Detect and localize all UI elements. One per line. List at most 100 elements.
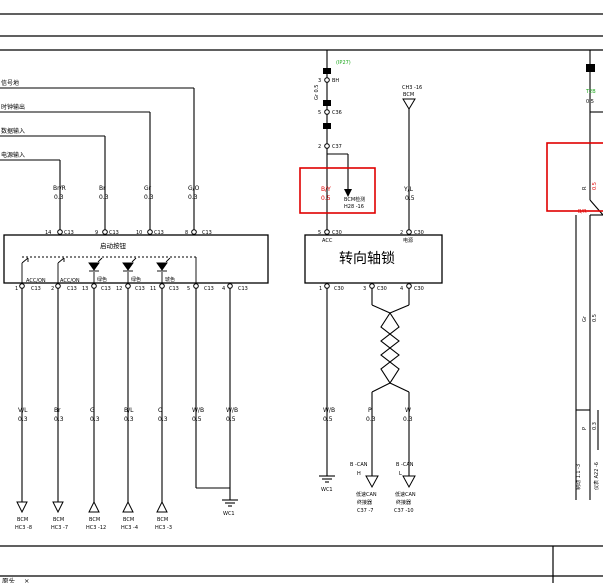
ign-bottom-wires (21, 288, 231, 502)
footer-text: 原头 (2, 576, 16, 583)
svg-text:Br/R: Br/R (53, 185, 66, 192)
ground-label-lock: WC1 (321, 487, 333, 493)
can-l-l3: C37 -10 (394, 508, 414, 514)
led-label-1: 绿色 (97, 276, 107, 283)
svg-text:O: O (158, 407, 163, 414)
svg-text:BCM: BCM (89, 517, 100, 523)
svg-text:HC3 -7: HC3 -7 (51, 525, 68, 531)
svg-text:8: 8 (185, 230, 188, 236)
right-p-size: 0.3 (592, 422, 598, 430)
bcm-detect-branch (327, 153, 349, 190)
can-h-top: B -CAN (350, 462, 368, 468)
fuse-pin3: 3 (318, 78, 321, 84)
ign-internal-switches (21, 256, 197, 283)
lock-top-circles (324, 229, 412, 235)
ign-destination-labels: BCM HC3 -8 BCM HC3 -7 BCM HC3 -12 BCM HC… (15, 517, 172, 531)
right-gr: Gr (582, 315, 588, 322)
svg-text:0.3: 0.3 (90, 416, 100, 423)
can-l-top: B -CAN (396, 462, 414, 468)
right-r2: 0.5 (592, 182, 598, 190)
fuse-ip-label: (IP27) (336, 60, 351, 66)
svg-text:13: 13 (82, 286, 88, 292)
svg-text:B/L: B/L (124, 407, 134, 414)
svg-text:1: 1 (15, 286, 18, 292)
highlight-box (299, 167, 376, 214)
fuse-conn2: C37 (332, 144, 342, 150)
signal-label-2: 时钟输出 (1, 103, 25, 111)
svg-text:W/B: W/B (323, 407, 335, 414)
right-side-wires (575, 50, 603, 500)
ign-led-1 (88, 257, 103, 272)
bcm-source-line1: CH3 -16 (402, 85, 422, 91)
lock-bconn3: C30 (414, 286, 424, 292)
svg-text:V/L: V/L (18, 407, 28, 414)
svg-text:C13: C13 (135, 286, 145, 292)
bcm-detect-arrow (344, 189, 352, 197)
ign-top-wire-labels: Br/R 0.3 Br 0.3 Gr 0.3 G/O 0.3 (53, 185, 200, 201)
lock-power-label: 电源 (403, 237, 413, 244)
svg-text:C13: C13 (154, 230, 164, 236)
signal-label-4: 电源输入 (1, 151, 25, 159)
ground-symbol-lock (319, 475, 335, 483)
footer-x: × (24, 577, 29, 583)
svg-text:HC3 -12: HC3 -12 (86, 525, 106, 531)
fuse-wire1: Gr 0.5 (314, 85, 320, 100)
yl-wire-size: 0.5 (405, 195, 415, 202)
lock-conn-right: C30 (414, 230, 424, 236)
led-label-3: 琥色 (165, 276, 175, 283)
fuse-conn3: BH (332, 78, 339, 84)
ign-top-pin-circles (57, 229, 197, 235)
svg-text:0.5: 0.5 (226, 416, 236, 423)
ign-switch-label-1: ACC/ON (26, 278, 46, 284)
fuse-pin5: 5 (318, 110, 321, 116)
ign-destination-arrows (16, 500, 168, 514)
yl-wire-color: Y/L (403, 186, 414, 193)
can-h-l2: 终接器 (357, 499, 372, 506)
svg-text:C13: C13 (109, 230, 119, 236)
lock-bconn2: C30 (377, 286, 387, 292)
svg-text:0.3: 0.3 (144, 194, 154, 201)
svg-text:BCM: BCM (53, 517, 64, 523)
right-tb-label: 0.5 (586, 99, 594, 105)
svg-text:10: 10 (136, 230, 142, 236)
bcm-source-arrow (402, 98, 416, 110)
svg-text:0.5: 0.5 (323, 416, 333, 423)
svg-text:C13: C13 (204, 286, 214, 292)
svg-text:BCM: BCM (123, 517, 134, 523)
highlight-wire-color: B/Y (321, 186, 331, 193)
lock-bpin1: 1 (319, 286, 322, 292)
bcm-source-line2: BCM (403, 92, 414, 98)
left-signal-lines (0, 87, 195, 230)
svg-text:BCM: BCM (17, 517, 28, 523)
can-l-arrow (402, 475, 416, 489)
ign-led-3 (156, 257, 171, 272)
can-l-l1: 低速CAN (395, 491, 416, 498)
can-h-arrow (365, 475, 379, 489)
svg-text:C13: C13 (31, 286, 41, 292)
svg-text:W/B: W/B (192, 407, 204, 414)
svg-text:0.3: 0.3 (54, 416, 64, 423)
can-h-l1: 低速CAN (356, 491, 377, 498)
can-h-sig: H (357, 471, 361, 477)
svg-text:BCM: BCM (157, 517, 168, 523)
lock-wire-labels: W/B 0.5 P 0.3 W 0.3 (323, 407, 413, 423)
lock-pin-left: 5 (318, 230, 321, 236)
lock-conn-left: C30 (332, 230, 342, 236)
svg-text:5: 5 (187, 286, 190, 292)
right-gr-size: 0.5 (592, 314, 598, 322)
svg-text:Br: Br (54, 407, 61, 414)
svg-text:C13: C13 (202, 230, 212, 236)
ignition-switch-module (3, 234, 269, 284)
lock-bpin2: 3 (363, 286, 366, 292)
svg-text:2: 2 (51, 286, 54, 292)
right-t-label: T2B (585, 89, 596, 95)
svg-text:C13: C13 (67, 286, 77, 292)
can-h-l3: C37 -7 (357, 508, 373, 514)
can-l-l2: 终接器 (396, 499, 411, 506)
ign-bottom-wire-labels: V/L 0.3 Br 0.3 G 0.3 B/L 0.3 O 0.3 W/B 0… (18, 407, 238, 423)
ign-bottom-pin-labels: 1 C13 2 C13 13 C13 12 C13 11 C13 5 C13 4… (15, 286, 248, 292)
svg-text:HC3 -3: HC3 -3 (155, 525, 172, 531)
led-label-2: 绿色 (131, 276, 141, 283)
svg-text:HC3 -8: HC3 -8 (15, 525, 32, 531)
ignition-module-title: 启动按钮 (100, 241, 127, 250)
